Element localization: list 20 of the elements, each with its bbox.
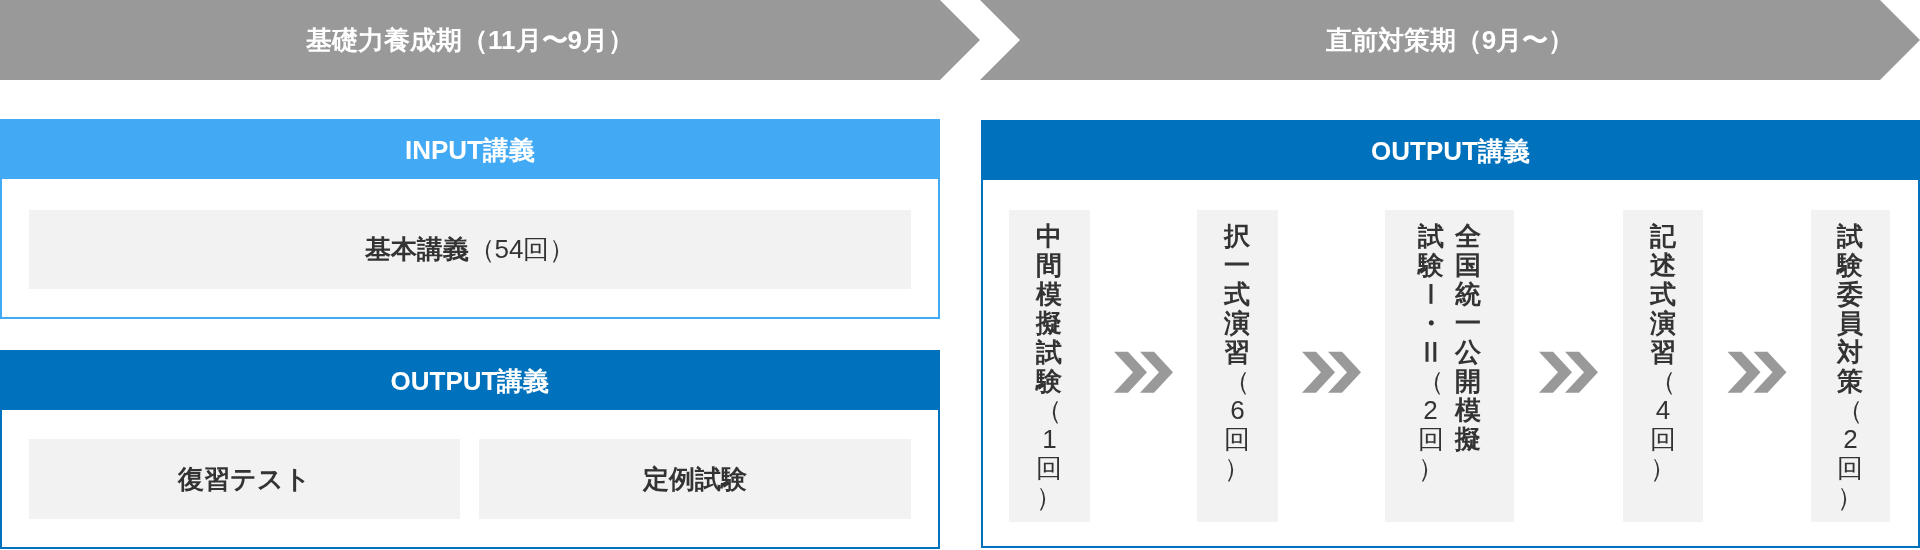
course-box: 復習テスト bbox=[29, 439, 460, 519]
phase-banner: 基礎力養成期（11月〜9月） bbox=[0, 0, 980, 80]
panel-header: OUTPUT講義 bbox=[2, 352, 938, 410]
course-panel bbox=[981, 120, 1920, 548]
course-box: 全国統一公開模擬試験Ⅰ・Ⅱ（2回） bbox=[1385, 210, 1514, 522]
panel-header: OUTPUT講義 bbox=[983, 122, 1918, 180]
course-box: 試験委員対策（2回） bbox=[1811, 210, 1890, 522]
double-chevron-arrow bbox=[1114, 351, 1173, 393]
course-box: 択一式演習（6回） bbox=[1197, 210, 1278, 522]
double-chevron-arrow bbox=[1727, 351, 1787, 393]
course-panel bbox=[0, 350, 940, 549]
phase-banner: 直前対策期（9月〜） bbox=[980, 0, 1920, 80]
course-box: 定例試験 bbox=[479, 439, 911, 519]
panel-header: INPUT講義 bbox=[2, 121, 938, 179]
course-box: 中間模擬試験（1回） bbox=[1009, 210, 1090, 522]
course-box: 記述式演習（4回） bbox=[1623, 210, 1703, 522]
double-chevron-arrow bbox=[1539, 351, 1598, 393]
double-chevron-arrow bbox=[1302, 351, 1361, 393]
course-box: 基本講義（54回） bbox=[29, 210, 911, 289]
course-panel bbox=[0, 119, 940, 319]
